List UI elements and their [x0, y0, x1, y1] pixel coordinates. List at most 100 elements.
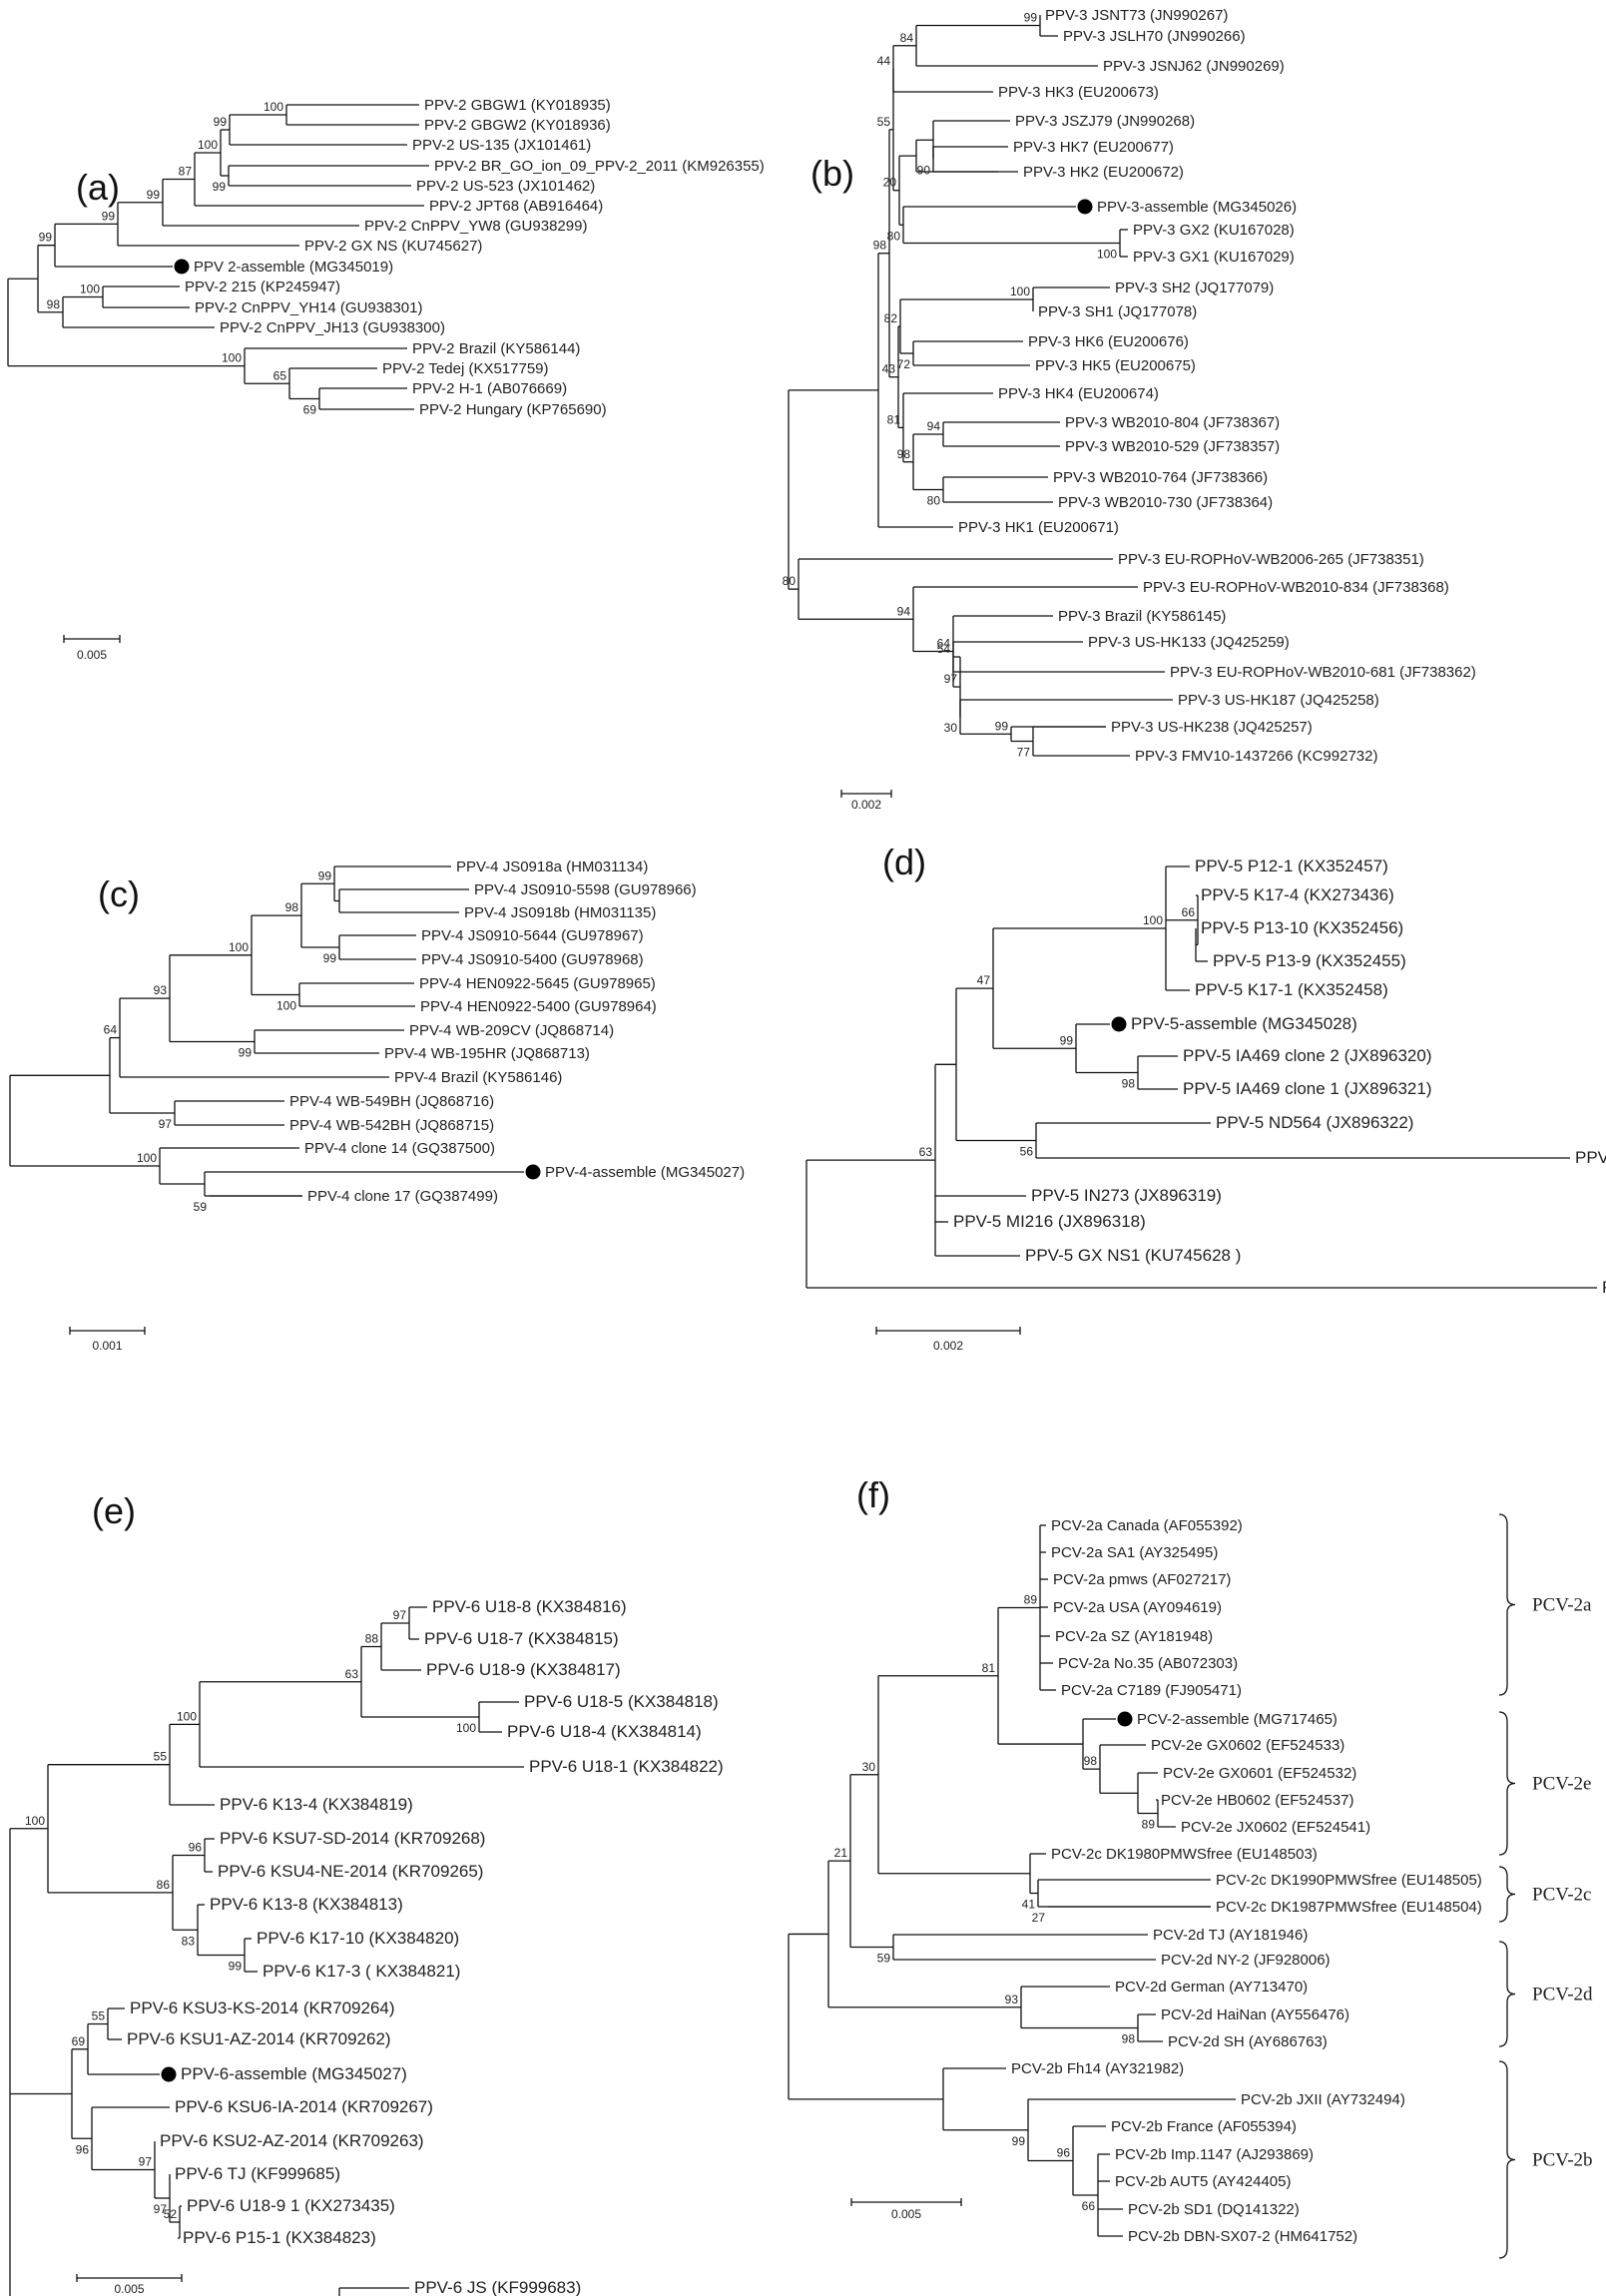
tip-label: PPV-5 MI216 (JX896318)	[953, 1212, 1146, 1231]
tip-label: PPV-3 HK7 (EU200677)	[1013, 139, 1174, 156]
assembled-sequence-marker-icon	[1077, 199, 1093, 215]
tip-label: PPV-2 Tedej (KX517759)	[382, 360, 549, 377]
tip-label: PPV-3 WB2010-529 (JF738357)	[1065, 438, 1280, 455]
assembled-sequence-marker-icon	[174, 259, 190, 275]
tip-label: PPV-6 U18-8 (KX384816)	[432, 1597, 627, 1616]
tip-label: PPV-3 EU-ROPHoV-WB2010-681 (JF738362)	[1170, 664, 1476, 681]
tip-label: PCV-2e JX0602 (EF524541)	[1181, 1819, 1370, 1836]
tip-label: PCV-2d NY-2 (JF928006)	[1161, 1952, 1331, 1969]
tip-label: PCV-2e HB0602 (EF524537)	[1161, 1792, 1353, 1809]
tip-label: PPV-3 WB2010-730 (JF738364)	[1058, 494, 1273, 511]
tree-panel-d: (d)PPV-5 P12-1 (KX352457)PPV-5 K17-4 (KX…	[805, 842, 1606, 1353]
bootstrap-value: 100	[1010, 285, 1030, 298]
clade-bracket	[1498, 1866, 1516, 1923]
tip-label: PPV-3 US-HK133 (JQ425259)	[1088, 634, 1290, 651]
bootstrap-value: 59	[194, 1200, 208, 1214]
tip-label: PPV-3 FMV10-1437266 (KC992732)	[1135, 748, 1377, 765]
tip-label: PCV-2b Fh14 (AY321982)	[1011, 2060, 1184, 2077]
bootstrap-value: 97	[139, 2155, 153, 2169]
tip-label: PCV-2c DK1980PMWSfree (EU148503)	[1051, 1846, 1318, 1863]
bootstrap-value: 100	[276, 999, 296, 1013]
bootstrap-value: 84	[900, 31, 914, 45]
tip-label: PPV-3 HK1 (EU200671)	[958, 519, 1119, 536]
clade-label: PCV-2d	[1532, 1985, 1593, 2006]
tip-label: PPV-5 IA469 clone 1 (JX896321)	[1183, 1079, 1432, 1098]
bootstrap-value: 80	[927, 494, 941, 508]
bootstrap-value: 63	[345, 1667, 359, 1681]
bootstrap-value: 27	[1032, 1911, 1046, 1925]
scale-bar-label: 0.005	[891, 2207, 921, 2221]
bootstrap-value: 98	[285, 900, 299, 914]
bootstrap-value: 72	[897, 357, 911, 371]
tip-label: PPV-3 HK3 (EU200673)	[998, 84, 1159, 101]
tip-label: PCV-2a SZ (AY181948)	[1055, 1628, 1213, 1645]
tip-label: PPV-2 CnPPV_JH13 (GU938300)	[220, 319, 445, 336]
tip-label: PCV-2b Imp.1147 (AJ293869)	[1115, 2146, 1314, 2163]
tip-label: PPV-6 KSU4-NE-2014 (KR709265)	[218, 1862, 483, 1881]
tip-label: PPV-6 K13-8 (KX384813)	[210, 1895, 403, 1914]
bootstrap-value: 98	[1122, 1077, 1136, 1091]
bootstrap-value: 100	[80, 283, 100, 296]
tip-label: PPV-2 CnPPV_YW8 (GU938299)	[364, 218, 587, 235]
tree-panel-e: (e) PPV-6 U18-8 (KX384816) PPV-6 U18-7 (KX…	[9, 1490, 724, 2296]
bootstrap-value: 97	[154, 2202, 168, 2216]
tree-panel-c: (c)PPV-4 JS0918a (HM031134)PPV-4 JS0910-…	[9, 859, 745, 1353]
tip-label: PPV-3 GX1 (KU167029)	[1133, 249, 1295, 266]
tip-label: PCV-2b JXII (AY732494)	[1241, 2091, 1405, 2108]
bootstrap-value: 20	[883, 176, 897, 190]
tip-label: PPV-3 JSNT73 (JN990267)	[1045, 7, 1228, 24]
bootstrap-value: 82	[884, 311, 898, 325]
tip-label: PCV-2a pmws (AF027217)	[1053, 1571, 1231, 1588]
bootstrap-value: 100	[456, 1721, 476, 1735]
tip-label: PPV-2 Hungary (KP765690)	[419, 401, 607, 418]
bootstrap-value: 98	[47, 297, 61, 311]
tip-label: PPV-6 U18-9 (KX384817)	[426, 1660, 621, 1679]
tip-label: PPV-6 U18-1 (KX384822)	[529, 1757, 724, 1776]
bootstrap-value: 56	[1020, 1145, 1034, 1159]
bootstrap-value: 55	[154, 1750, 168, 1764]
tip-label: PPV-3 JSZJ79 (JN990268)	[1015, 113, 1195, 130]
clade-bracket	[1498, 1711, 1516, 1856]
tip-label: PPV-6 KSU3-KS-2014 (KR709264)	[130, 1999, 395, 2017]
tip-label: PCV-2d TJ (AY181946)	[1153, 1927, 1308, 1944]
tip-label: PPV-3 HK2 (EU200672)	[1023, 164, 1184, 181]
tip-label: PPV-3 WB2010-804 (JF738367)	[1065, 414, 1280, 431]
panel-label: (e)	[92, 1490, 136, 1531]
tip-label: PPV-5 P13-9 (KX352455)	[1213, 951, 1406, 970]
bootstrap-value: 98	[897, 447, 911, 461]
tip-label: PPV-4 WB-542BH (JQ868715)	[289, 1117, 494, 1134]
tip-label: PPV-3 Brazil (KY586145)	[1058, 608, 1226, 625]
bootstrap-value: 30	[862, 1760, 876, 1774]
tip-label: PPV-5 HN01 (KF661535)	[1575, 1148, 1606, 1167]
bootstrap-value: 81	[982, 1661, 996, 1675]
tip-label: PCV-2b SD1 (DQ141322)	[1128, 2201, 1300, 2218]
tip-label: PPV-6 U18-7 (KX384815)	[424, 1629, 619, 1648]
tip-label: PCV-2a No.35 (AB072303)	[1058, 1655, 1238, 1672]
bootstrap-value: 66	[1182, 905, 1196, 919]
scale-bar-label: 0.005	[77, 648, 107, 662]
tip-label: PPV-6 KSU1-AZ-2014 (KR709262)	[127, 2029, 391, 2048]
clade-bracket	[1498, 2060, 1516, 2259]
scale-bar-label: 0.002	[851, 798, 881, 812]
tip-label: PPV-3 GX2 (KU167028)	[1133, 222, 1295, 239]
tip-label: PPV-5-assemble (MG345028)	[1131, 1014, 1357, 1033]
bootstrap-value: 55	[92, 2009, 106, 2023]
bootstrap-value: 52	[164, 2207, 178, 2221]
tip-label: PPV-4 clone 14 (GQ387500)	[304, 1140, 495, 1157]
tip-label: PPV-6 KSU2-AZ-2014 (KR709263)	[160, 2131, 424, 2150]
bootstrap-value: 99	[1012, 2134, 1026, 2148]
tree-panel-a: (a)PPV-2 GBGW1 (KY018935)PPV-2 GBGW2 (KY…	[7, 97, 765, 662]
bootstrap-value: 99	[239, 1046, 253, 1060]
bootstrap-value: 66	[1082, 2199, 1096, 2213]
tip-label: PPV-4 JS0910-5598 (GU978966)	[474, 881, 697, 898]
tip-label: PPV-4 clone 17 (GQ387499)	[307, 1188, 498, 1205]
bootstrap-value: 99	[102, 209, 116, 223]
tip-label: PPV-4 Brazil (KY586146)	[394, 1069, 562, 1086]
tip-label: PPV-4 JS0910-5644 (GU978967)	[421, 927, 644, 944]
bootstrap-value: 94	[897, 604, 911, 618]
bootstrap-value: 100	[137, 1151, 157, 1165]
tip-label: PCV-2e GX0602 (EF524533)	[1151, 1737, 1344, 1754]
bootstrap-value: 96	[76, 2142, 90, 2156]
tip-label: PPV-6 U18-9 1 (KX273435)	[187, 2196, 395, 2215]
tip-label: PPV-3-assemble (MG345026)	[1097, 199, 1297, 216]
